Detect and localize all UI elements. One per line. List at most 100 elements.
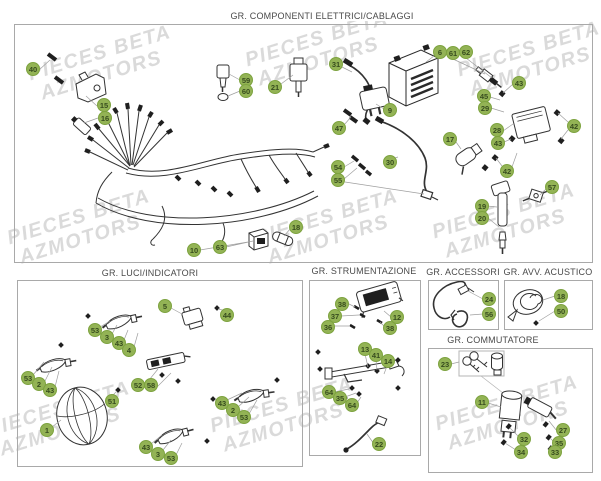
callout-componenti-elettrici-54[interactable]: 54 [331, 160, 345, 174]
key-to-switch-line [480, 375, 504, 394]
callout-componenti-elettrici-20[interactable]: 20 [475, 211, 489, 225]
section-box-accessori [428, 280, 499, 330]
callout-commutatore-11[interactable]: 11 [475, 395, 489, 409]
bolts-54-55-drawing [350, 154, 373, 177]
callout-strumentazione-37[interactable]: 37 [328, 309, 342, 323]
ignition-coil-drawing [490, 180, 511, 254]
callout-componenti-elettrici-61[interactable]: 61 [446, 46, 460, 60]
callout-componenti-elettrici-62[interactable]: 62 [459, 45, 473, 59]
hook-drawing [450, 309, 469, 328]
flasher-drawing [248, 228, 269, 251]
section-title-luci-indicatori: GR. LUCI/INDICATORI [98, 268, 202, 278]
callout-componenti-elettrici-21[interactable]: 21 [268, 80, 282, 94]
callout-componenti-elettrici-45[interactable]: 45 [477, 89, 491, 103]
callout-luci-indicatori-43[interactable]: 43 [43, 383, 57, 397]
license-light-drawing [181, 306, 204, 330]
callout-componenti-elettrici-16[interactable]: 16 [98, 111, 112, 125]
callout-luci-indicatori-1[interactable]: 1 [40, 423, 54, 437]
luci-fasteners-drawing [58, 305, 280, 444]
temp-sensor-drawing [216, 64, 230, 101]
callout-componenti-elettrici-60[interactable]: 60 [239, 84, 253, 98]
callout-componenti-elettrici-63[interactable]: 63 [213, 240, 227, 254]
bolts-47-drawing [342, 108, 359, 124]
section-box-avv-acustico [504, 280, 593, 330]
wiring-harness-drawing [84, 102, 330, 251]
ecu-drawing [481, 90, 565, 172]
callout-componenti-elettrici-17[interactable]: 17 [443, 132, 457, 146]
callout-avv-acustico-18[interactable]: 18 [554, 289, 568, 303]
callout-luci-indicatori-5[interactable]: 5 [158, 299, 172, 313]
callout-componenti-elettrici-28[interactable]: 28 [490, 123, 504, 137]
callout-luci-indicatori-43[interactable]: 43 [139, 440, 153, 454]
cable-22-drawing [343, 415, 388, 453]
callout-luci-indicatori-3[interactable]: 3 [100, 330, 114, 344]
callout-commutatore-23[interactable]: 23 [438, 357, 452, 371]
callout-strumentazione-36[interactable]: 36 [321, 320, 335, 334]
section-title-componenti-elettrici: GR. COMPONENTI ELETTRICI/CABLAGGI [227, 11, 417, 21]
callout-componenti-elettrici-18[interactable]: 18 [289, 220, 303, 234]
section-title-accessori: GR. ACCESSORI [423, 267, 503, 277]
bracket-fasteners-drawing [315, 349, 401, 401]
callout-luci-indicatori-4[interactable]: 4 [122, 343, 136, 357]
callout-componenti-elettrici-47[interactable]: 47 [332, 121, 346, 135]
section-box-componenti-elettrici [14, 24, 593, 263]
callout-commutatore-34[interactable]: 34 [514, 445, 528, 459]
fuse-drawing [272, 231, 294, 246]
callout-strumentazione-13[interactable]: 13 [358, 342, 372, 356]
callout-strumentazione-38[interactable]: 38 [383, 321, 397, 335]
callout-componenti-elettrici-6[interactable]: 6 [433, 45, 447, 59]
callout-strumentazione-14[interactable]: 14 [381, 354, 395, 368]
regulator-drawing [46, 52, 107, 136]
callout-strumentazione-64[interactable]: 64 [345, 398, 359, 412]
callout-luci-indicatori-53[interactable]: 53 [88, 323, 102, 337]
cable-30-drawing [374, 115, 439, 201]
callout-commutatore-33[interactable]: 33 [548, 445, 562, 459]
callout-commutatore-27[interactable]: 27 [556, 423, 570, 437]
callout-strumentazione-64[interactable]: 64 [322, 385, 336, 399]
starter-relay-drawing [359, 84, 390, 117]
callout-accessori-24[interactable]: 24 [482, 292, 496, 306]
callout-componenti-elettrici-42[interactable]: 42 [567, 119, 581, 133]
switch-drawing [289, 57, 308, 97]
coil-17-drawing [455, 142, 483, 175]
callout-componenti-elettrici-30[interactable]: 30 [383, 155, 397, 169]
callout-luci-indicatori-2[interactable]: 2 [32, 377, 46, 391]
callout-strumentazione-35[interactable]: 35 [333, 391, 347, 405]
callout-commutatore-32[interactable]: 32 [517, 432, 531, 446]
callout-componenti-elettrici-9[interactable]: 9 [383, 103, 397, 117]
leader-lines [32, 55, 569, 456]
callout-accessori-56[interactable]: 56 [482, 307, 496, 321]
callout-luci-indicatori-44[interactable]: 44 [220, 308, 234, 322]
section-box-commutatore [428, 348, 593, 473]
callout-luci-indicatori-58[interactable]: 58 [144, 378, 158, 392]
lanyard-drawing [432, 280, 475, 320]
battery-drawing [388, 44, 439, 107]
callout-strumentazione-12[interactable]: 12 [390, 310, 404, 324]
callout-componenti-elettrici-57[interactable]: 57 [545, 180, 559, 194]
callout-componenti-elettrici-43[interactable]: 43 [491, 136, 505, 150]
callout-luci-indicatori-53[interactable]: 53 [237, 410, 251, 424]
lock-barrel-drawing [491, 352, 503, 376]
callout-avv-acustico-50[interactable]: 50 [554, 304, 568, 318]
callout-luci-indicatori-51[interactable]: 51 [105, 394, 119, 408]
callout-componenti-elettrici-10[interactable]: 10 [187, 243, 201, 257]
callout-componenti-elettrici-15[interactable]: 15 [97, 98, 111, 112]
callout-componenti-elettrici-55[interactable]: 55 [331, 173, 345, 187]
section-title-avv-acustico: GR. AVV. ACUSTICO [500, 267, 596, 277]
callout-componenti-elettrici-40[interactable]: 40 [26, 62, 40, 76]
callout-luci-indicatori-52[interactable]: 52 [131, 378, 145, 392]
callout-componenti-elettrici-42[interactable]: 42 [500, 164, 514, 178]
callout-componenti-elettrici-31[interactable]: 31 [329, 57, 343, 71]
speedometer-drawing [356, 281, 404, 318]
callout-strumentazione-38[interactable]: 38 [335, 297, 349, 311]
callout-componenti-elettrici-43[interactable]: 43 [512, 76, 526, 90]
callout-luci-indicatori-53[interactable]: 53 [164, 451, 178, 465]
bracket-57-drawing [522, 188, 550, 203]
callout-luci-indicatori-3[interactable]: 3 [151, 447, 165, 461]
callout-componenti-elettrici-29[interactable]: 29 [478, 101, 492, 115]
kill-switch-drawing [523, 396, 557, 420]
callout-strumentazione-22[interactable]: 22 [372, 437, 386, 451]
